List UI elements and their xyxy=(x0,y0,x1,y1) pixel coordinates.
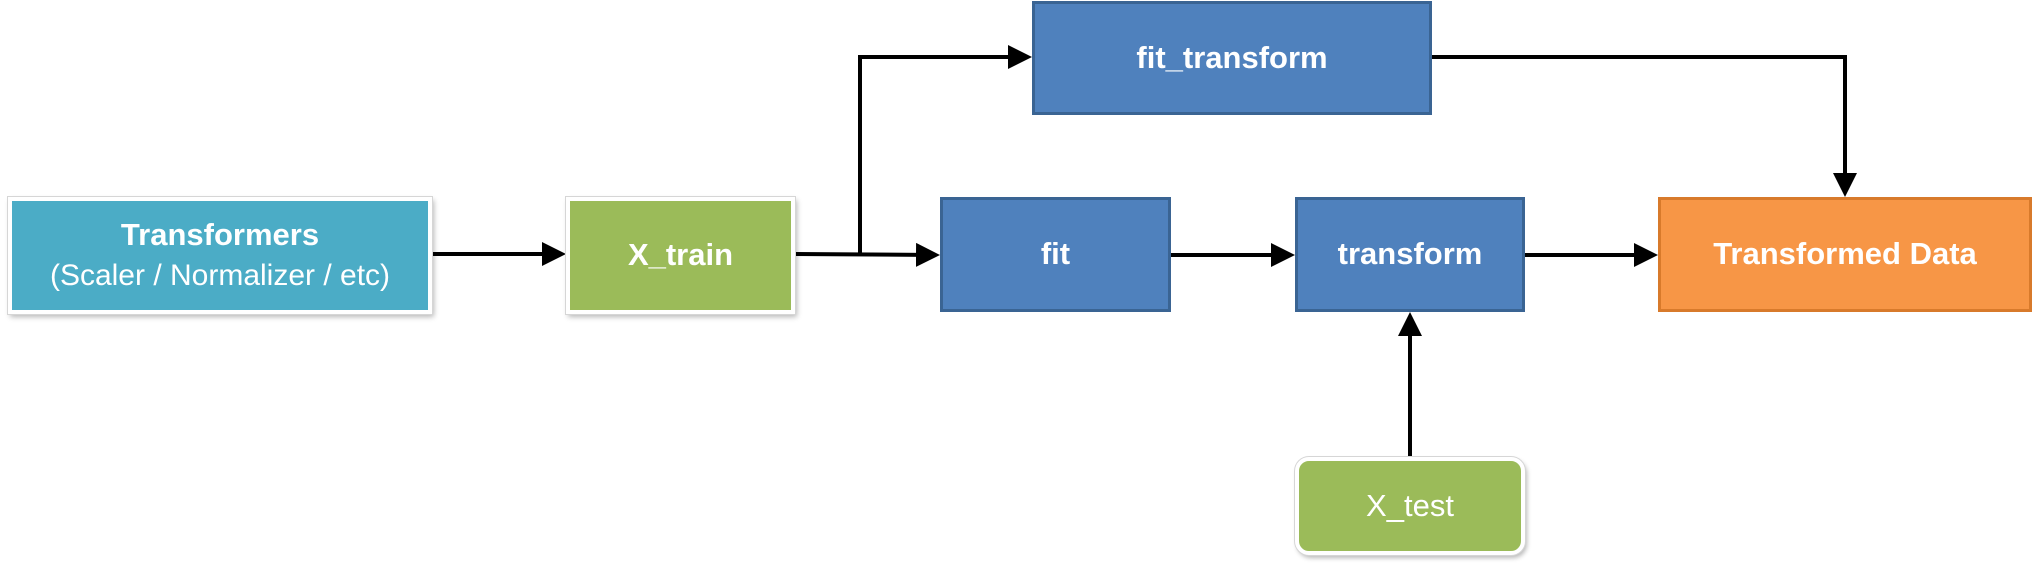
arrow-fittransform-to-transformeddata xyxy=(1432,55,1857,197)
arrow-xtrain-to-fittransform xyxy=(858,45,1032,254)
transform-box: transform xyxy=(1295,197,1525,312)
x-test-box: X_test xyxy=(1295,457,1525,555)
fit-title: fit xyxy=(1040,236,1071,272)
x-train-title: X_train xyxy=(627,237,734,273)
fit-transform-box: fit_transform xyxy=(1032,1,1432,115)
transformers-subtitle: (Scaler / Normalizer / etc) xyxy=(49,259,391,293)
arrow-xtrain-to-fit xyxy=(794,242,940,267)
transform-title: transform xyxy=(1337,236,1483,272)
transformers-box: Transformers (Scaler / Normalizer / etc) xyxy=(8,197,432,314)
x-test-title: X_test xyxy=(1366,487,1454,523)
transformed-data-title: Transformed Data xyxy=(1713,236,1977,272)
fit-transform-title: fit_transform xyxy=(1136,39,1328,75)
x-train-box: X_train xyxy=(566,197,795,314)
transformed-data-box: Transformed Data xyxy=(1658,197,2032,312)
transformers-title: Transformers xyxy=(120,217,320,253)
fit-box: fit xyxy=(940,197,1171,312)
